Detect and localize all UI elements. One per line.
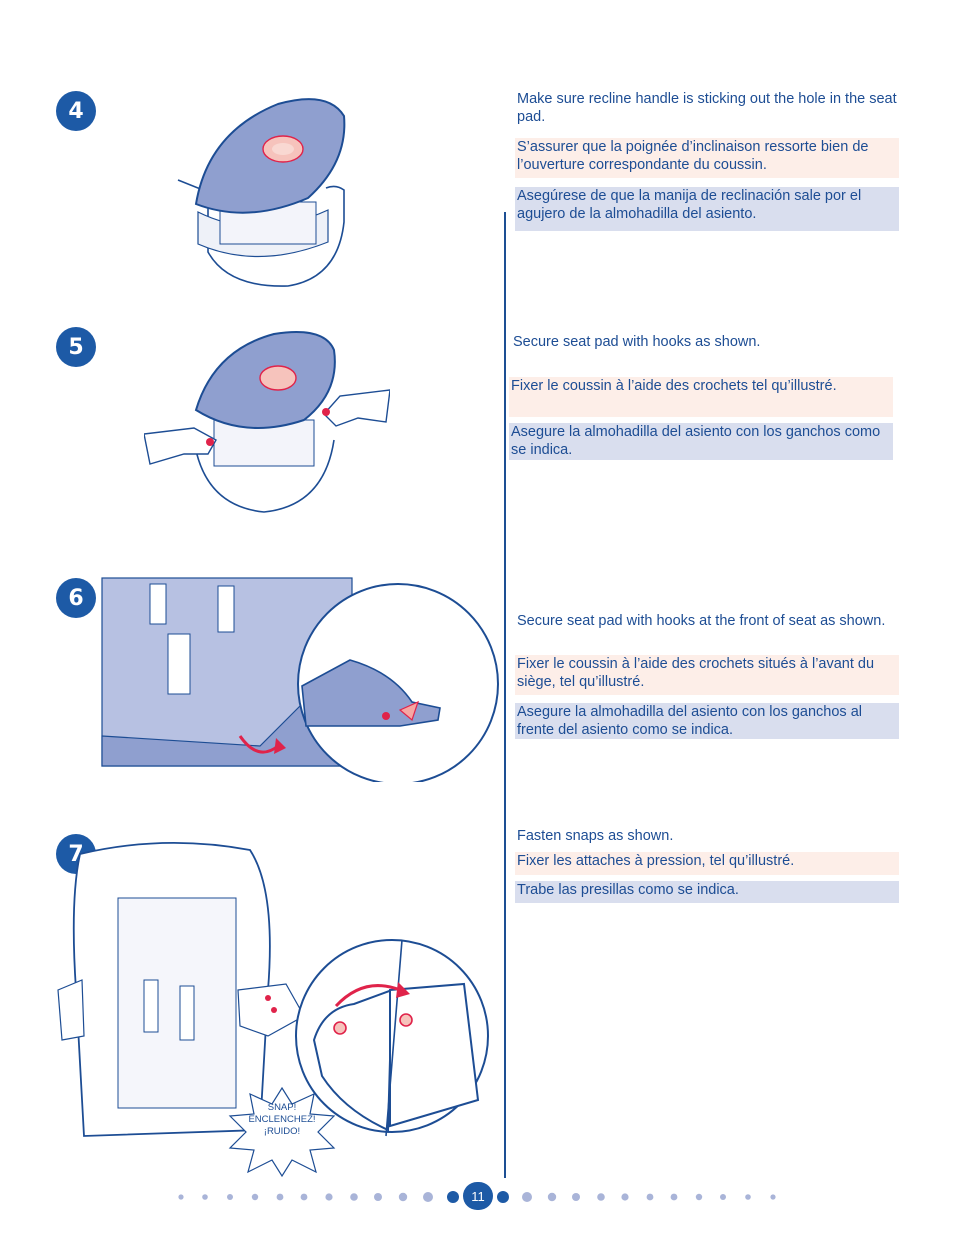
step-5-illustration: [144, 331, 390, 513]
step-6-spanish: Asegure la almohadilla del asiento con l…: [515, 703, 899, 739]
step-5-english: Secure seat pad with hooks as shown.: [513, 334, 761, 350]
step-4-badge: 4: [56, 91, 96, 131]
step-7-spanish: Trabe las presillas como se indica.: [515, 881, 899, 903]
step-5-badge: 5: [56, 327, 96, 367]
column-divider: [504, 212, 506, 1178]
snap-label: SNAP! ENCLENCHEZ! ¡RUIDO!: [226, 1102, 338, 1138]
page-number: 11: [463, 1182, 493, 1210]
step-4-english: Make sure recline handle is sticking out…: [517, 91, 897, 125]
snap-starburst-icon: [228, 1086, 336, 1178]
snap-label-line3: ¡RUIDO!: [263, 1126, 301, 1137]
step-5-french: Fixer le coussin à l’aide des crochets t…: [509, 377, 893, 417]
step-7-english: Fasten snaps as shown.: [517, 828, 674, 844]
step-4-french: S’assurer que la poignée d’inclinaison r…: [515, 138, 899, 178]
page-dots-decoration: [178, 1191, 776, 1203]
step-6-illustration: [101, 577, 499, 782]
snap-label-line2: ENCLENCHEZ!: [248, 1114, 316, 1125]
step-7-french: Fixer les attaches à pression, tel qu’il…: [515, 852, 899, 875]
step-4-illustration: [177, 98, 346, 287]
step-6-french: Fixer le coussin à l’aide des crochets s…: [515, 655, 899, 695]
step-6-english: Secure seat pad with hooks at the front …: [517, 613, 886, 629]
step-5-spanish: Asegure la almohadilla del asiento con l…: [509, 423, 893, 460]
snap-label-line1: SNAP!: [267, 1102, 297, 1113]
step-4-spanish: Asegúrese de que la manija de reclinació…: [515, 187, 899, 231]
step-6-badge: 6: [56, 578, 96, 618]
step-7-illustration: [57, 841, 489, 1137]
